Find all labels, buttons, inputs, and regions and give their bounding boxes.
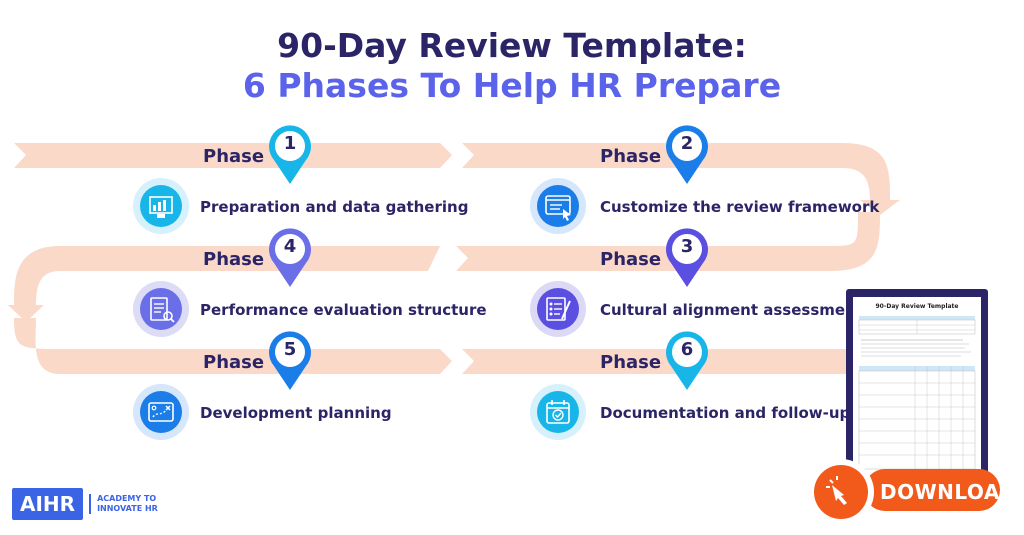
phase-label-6: Phase — [600, 352, 662, 373]
phase-5-pin: 5 — [267, 330, 313, 392]
phase-1-text: Preparation and data gathering — [200, 198, 469, 216]
logo-tagline-line2: INNOVATE HR — [97, 504, 158, 513]
phase-5-text: Development planning — [200, 404, 392, 422]
download-pointer-badge[interactable] — [808, 459, 874, 525]
phase-6-pin: 6 — [664, 330, 710, 392]
phase-3-pin: 3 — [664, 227, 710, 289]
page-title: 90-Day Review Template: — [277, 26, 747, 65]
template-preview-title: 90-Day Review Template — [875, 303, 959, 310]
phase-label-2: Phase — [600, 146, 662, 167]
phase-5-number: 5 — [283, 339, 297, 360]
phase-label-1: Phase — [203, 146, 265, 167]
download-label[interactable]: DOWNLOAD — [880, 480, 1017, 504]
phase-2-text: Customize the review framework — [600, 198, 880, 216]
phase-label-3: Phase — [600, 249, 662, 270]
phase-1-number: 1 — [283, 133, 297, 154]
template-preview-table — [858, 316, 976, 470]
phase-6-number: 6 — [680, 339, 694, 360]
hand-pointer-icon — [826, 476, 847, 505]
page-subtitle: 6 Phases To Help HR Prepare — [242, 66, 782, 105]
data-dashboard-icon — [133, 178, 189, 234]
phase-4-number: 4 — [283, 236, 297, 257]
checklist-pen-icon — [530, 281, 586, 337]
settings-window-icon — [530, 178, 586, 234]
phase-1-pin: 1 — [267, 124, 313, 186]
phase-3-number: 3 — [680, 236, 694, 257]
download-button[interactable] — [864, 469, 1000, 511]
logo-tagline-line1: ACADEMY TO — [97, 494, 157, 503]
logo-brand: AIHR — [12, 488, 84, 520]
logo-tagline: ACADEMY TO INNOVATE HR — [89, 494, 158, 514]
phase-6-text: Documentation and follow-up — [600, 404, 851, 422]
phase-4-text: Performance evaluation structure — [200, 301, 487, 319]
phase-2-number: 2 — [680, 133, 694, 154]
phase-2-pin: 2 — [664, 124, 710, 186]
aihr-logo: AIHR ACADEMY TO INNOVATE HR — [12, 488, 158, 520]
phase-4-pin: 4 — [267, 227, 313, 289]
phase-label-5: Phase — [203, 352, 265, 373]
phase-label-4: Phase — [203, 249, 265, 270]
evaluation-clipboard-icon — [133, 281, 189, 337]
strategy-map-icon — [133, 384, 189, 440]
calendar-check-icon — [530, 384, 586, 440]
template-preview[interactable]: 90-Day Review Template — [846, 289, 988, 484]
phase-3-text: Cultural alignment assessment — [600, 301, 863, 319]
